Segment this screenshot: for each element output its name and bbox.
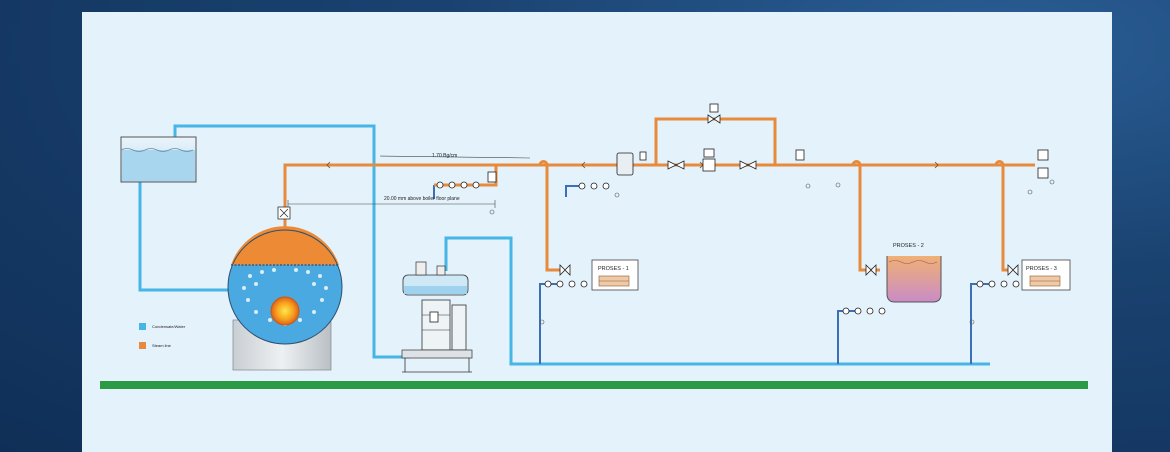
return-piping	[433, 185, 995, 364]
legend-steam-swatch	[139, 342, 146, 349]
pressure-label: 1.70 Bg/cm	[432, 153, 457, 159]
process-1-label: PROSES - 1	[598, 266, 629, 272]
process-unit-1	[591, 259, 639, 291]
legend: Condensate/Water Steam line	[139, 323, 186, 349]
process-3-label: PROSES - 3	[1026, 266, 1057, 272]
feed-water-tank	[120, 136, 197, 183]
legend-water-swatch	[139, 323, 146, 330]
ground-line	[100, 381, 1088, 389]
process-unit-2	[886, 256, 942, 303]
process-2-label: PROSES - 2	[893, 243, 924, 249]
condensate-pump-unit	[401, 261, 473, 373]
legend-water-label: Condensate/Water	[152, 324, 186, 329]
boiler	[227, 206, 343, 371]
water-piping	[138, 124, 990, 366]
valve-fittings	[429, 103, 1049, 323]
elevation-label: 20.00 mm above boiler floor plane	[384, 196, 460, 202]
process-unit-3	[1021, 259, 1071, 291]
diagram-panel	[82, 12, 1112, 452]
pressure-dimension	[379, 155, 531, 159]
legend-steam-label: Steam line	[152, 343, 172, 348]
drain-points	[489, 179, 1055, 325]
